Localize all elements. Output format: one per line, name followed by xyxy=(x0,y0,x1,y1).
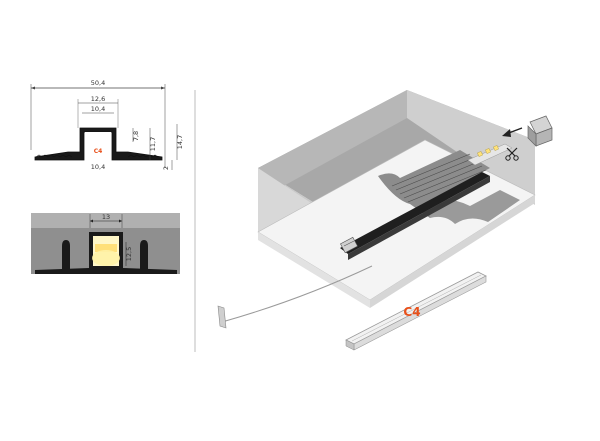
loose-profile-c4 xyxy=(345,271,487,351)
dim-led-height: 12,5 xyxy=(125,247,133,261)
profile-code-label: C4 xyxy=(403,305,420,319)
scissors-icon xyxy=(505,147,519,161)
suspension-wire xyxy=(221,265,373,327)
dim-inner-channel-width-bottom: 10,4 xyxy=(91,163,105,171)
arrow-left-icon xyxy=(502,127,523,137)
profile-code-label-small: C4 xyxy=(94,148,103,155)
dim-overall-width: 50,4 xyxy=(91,79,105,87)
installed-section-drawing: 13 12,5 xyxy=(31,213,180,284)
end-cap-part xyxy=(527,115,553,147)
dim-outer-channel-width: 12,6 xyxy=(91,95,105,103)
cross-section-drawing: 50,4 12,6 10,4 C4 10,4 7,8 11,7 14,7 2 xyxy=(30,79,184,171)
dim-inner-depth-a: 7,8 xyxy=(132,131,140,141)
dim-inner-depth-b: 11,7 xyxy=(149,137,157,151)
dim-overall-height: 14,7 xyxy=(176,135,184,149)
dim-flange-thickness: 2 xyxy=(162,166,170,170)
isometric-illustration: C4 xyxy=(217,90,553,351)
dim-installed-width: 13 xyxy=(102,213,110,221)
dim-inner-channel-width: 10,4 xyxy=(91,105,105,113)
